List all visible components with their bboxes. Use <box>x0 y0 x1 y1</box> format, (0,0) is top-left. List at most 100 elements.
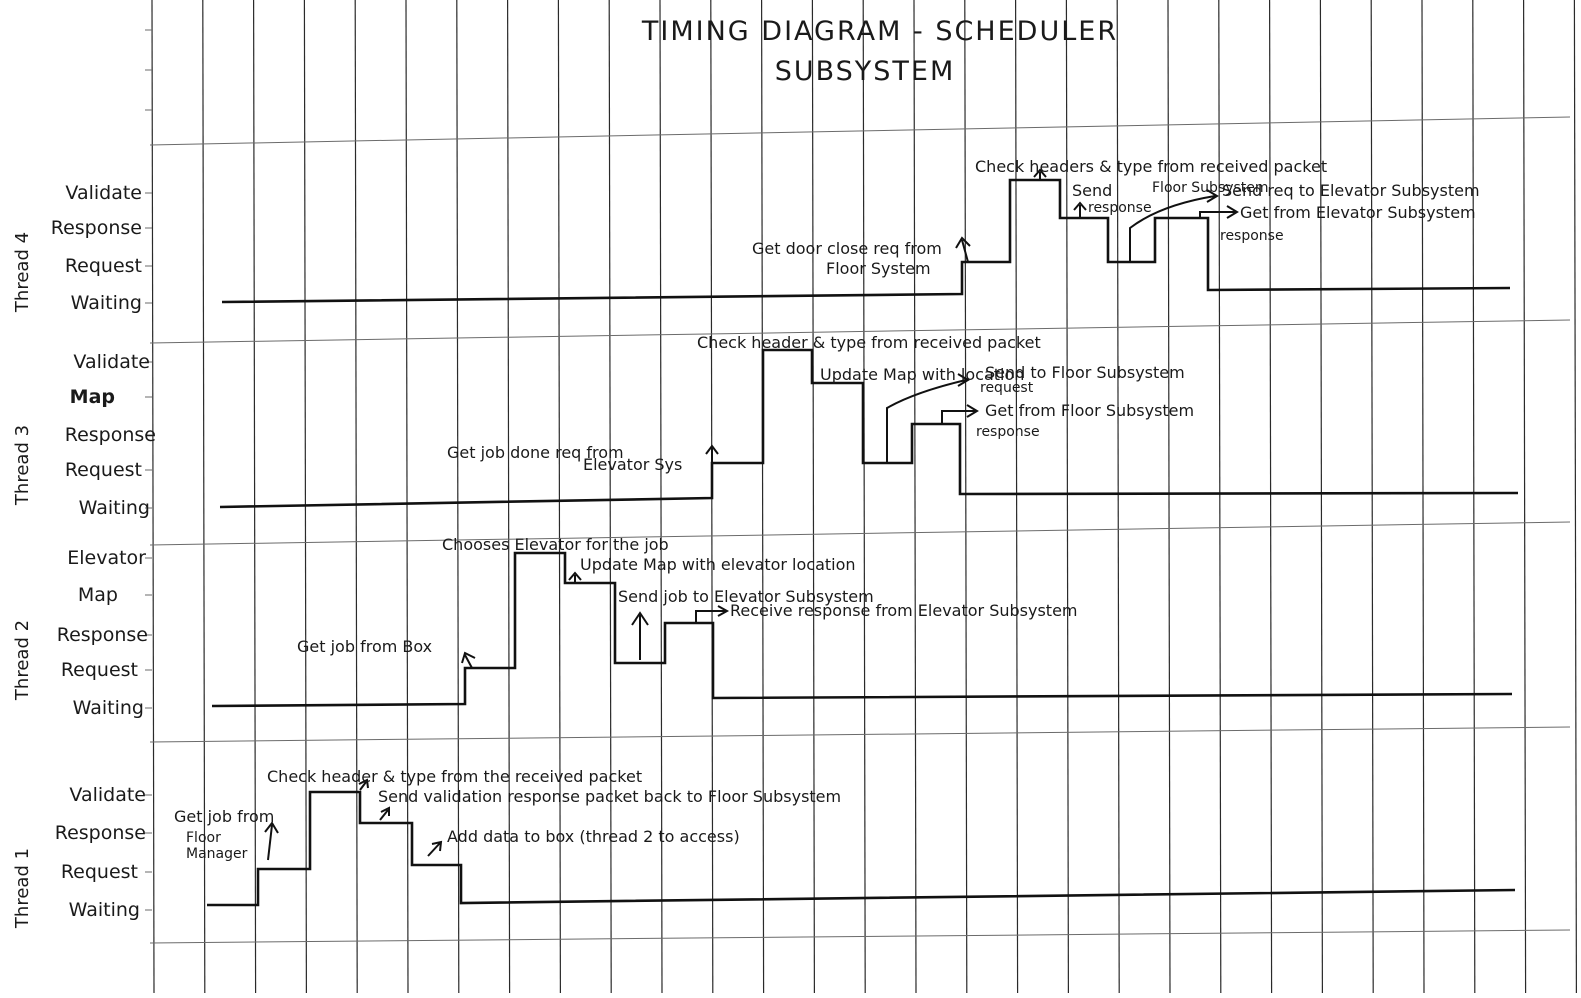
thread-1-note-add-data: Add data to box (thread 2 to access) <box>447 827 740 846</box>
grid-vertical-line <box>1167 0 1171 994</box>
grid-vertical-line <box>1522 0 1527 994</box>
thread-2-state-request: Request <box>61 659 138 681</box>
thread-4-arrow-get-response <box>1199 205 1239 219</box>
thread-2-state-waiting: Waiting <box>73 697 144 719</box>
diagram-title-line2: SUBSYSTEM <box>775 56 956 87</box>
grid-horizontal-lines <box>149 116 1571 944</box>
thread-3-label: Thread 3 <box>12 425 33 506</box>
thread-1-arrow-check-header <box>358 778 369 791</box>
grid-vertical-line <box>507 0 511 994</box>
grid-vertical-line <box>1116 0 1120 994</box>
thread-3-note-check-header: Check header & type from received packet <box>697 333 1041 352</box>
grid-vertical-line <box>862 0 866 994</box>
thread-2-note-chooses-elevator: Chooses Elevator for the job <box>442 535 669 554</box>
grid-vertical-line <box>1370 0 1374 994</box>
thread-2-label: Thread 2 <box>12 620 33 701</box>
thread-3-state-waiting: Waiting <box>79 497 150 519</box>
grid-vertical-line <box>1268 0 1273 994</box>
thread-4-label: Thread 4 <box>12 232 33 313</box>
thread-4-note-floor-system: Floor System <box>826 259 931 278</box>
grid-vertical-line <box>608 0 612 994</box>
thread-2-state-response: Response <box>57 624 148 646</box>
grid-vertical-line <box>1014 0 1019 994</box>
grid-vertical-line <box>557 0 562 994</box>
thread-4-state-request: Request <box>65 255 142 277</box>
thread-3-note-get-job-done: Get job done req from <box>447 443 624 462</box>
grid-vertical-line <box>151 0 155 994</box>
thread-2-arrow-send-job <box>631 611 649 660</box>
grid-vertical-line <box>253 0 257 994</box>
thread-1-state-validate: Validate <box>69 784 146 806</box>
grid-vertical-lines <box>151 0 1578 994</box>
grid-vertical-line <box>760 0 765 994</box>
thread-4-note-send: Send <box>1072 181 1112 200</box>
thread-4-arrow-check-headers <box>1033 168 1047 180</box>
thread-1-state-request: Request <box>61 861 138 883</box>
thread-1-note-send-validation: Send validation response packet back to … <box>378 787 841 806</box>
thread-3-note-update-map: Update Map with location <box>820 365 1024 384</box>
grid-vertical-line <box>964 0 968 994</box>
grid-vertical-line <box>1065 0 1070 994</box>
grid-vertical-line <box>456 0 460 994</box>
thread-4-arrow-get-door-close <box>955 236 971 263</box>
thread-1-label: Thread 1 <box>12 848 33 929</box>
grid-vertical-line <box>303 0 307 994</box>
thread-3-arrow-get-response <box>941 404 979 424</box>
grid-vertical-line <box>1573 0 1578 994</box>
grid-vertical-line <box>1472 0 1476 994</box>
thread-2-note-get-job-from-box: Get job from Box <box>297 637 432 656</box>
thread-3-note-send-floor: Send to Floor Subsystem <box>985 363 1185 382</box>
thread-4-arrow-send-req <box>1129 189 1219 262</box>
thread-3-note-get-from-floor: Get from Floor Subsystem <box>985 401 1194 420</box>
thread-1-note-get-job-from: Get job from <box>174 807 274 826</box>
thread-4-note-send-req-elevator: Send req to Elevator Subsystem <box>1222 181 1480 200</box>
grid-vertical-line <box>354 0 358 994</box>
thread-4-note-get-from-elevator: Get from Elevator Subsystem <box>1240 203 1476 222</box>
thread-2-note-send-job: Send job to Elevator Subsystem <box>618 587 874 606</box>
thread-1-arrow-get-job <box>264 821 279 861</box>
thread-3-section: Thread 3 Validate Map Response Request W… <box>12 333 1519 519</box>
thread-4-arrow-send-response <box>1073 201 1087 218</box>
thread-3-state-request: Request <box>65 459 142 481</box>
thread-2-arrow-receive-response <box>695 605 730 623</box>
thread-2-signal <box>211 551 1513 708</box>
thread-3-arrow-get-job-done <box>705 444 719 462</box>
thread-2-state-elevator: Elevator <box>67 547 146 569</box>
thread-3-state-map: Map <box>70 386 115 408</box>
thread-2-section: Thread 2 Elevator Map Response Request W… <box>12 535 1513 719</box>
thread-3-note-response: response <box>976 424 1040 440</box>
thread-1-section: Thread 1 Validate Response Request Waiti… <box>12 767 1516 929</box>
thread-2-note-receive-response: Receive response from Elevator Subsystem <box>730 601 1078 620</box>
thread-2-state-map: Map <box>78 584 118 606</box>
thread-2-note-update-map: Update Map with elevator location <box>580 555 856 574</box>
grid-vertical-line <box>659 0 663 994</box>
thread-1-state-response: Response <box>55 822 146 844</box>
thread-4-note-floor-subsystem: Floor Subsystem <box>1152 180 1269 196</box>
thread-4-note-check-headers: Check headers & type from received packe… <box>975 157 1327 176</box>
thread-3-state-response: Response <box>65 424 156 446</box>
thread-3-note-elevator-sys: Elevator Sys <box>583 455 682 474</box>
thread-1-state-waiting: Waiting <box>69 899 140 921</box>
grid-vertical-line <box>1319 0 1324 994</box>
grid-vertical-line <box>913 0 917 994</box>
thread-4-note-response: response <box>1088 200 1152 216</box>
thread-4-section: Thread 4 Validate Response Request Waiti… <box>12 157 1511 314</box>
thread-4-state-response: Response <box>51 217 142 239</box>
thread-3-state-validate: Validate <box>73 351 150 373</box>
diagram-title-line1: TIMING DIAGRAM - SCHEDULER <box>641 16 1118 47</box>
thread-2-arrow-update-map <box>568 571 582 583</box>
thread-1-signal <box>207 790 1516 907</box>
grid-vertical-line <box>202 0 206 994</box>
thread-4-state-waiting: Waiting <box>71 292 142 314</box>
thread-1-note-check-header: Check header & type from the received pa… <box>267 767 642 786</box>
thread-1-note-manager: Manager <box>186 846 248 862</box>
thread-2-arrow-get-job <box>461 651 476 669</box>
thread-1-arrow-send-validation <box>379 806 390 821</box>
thread-3-arrow-send-request <box>886 373 970 463</box>
grid-vertical-line <box>1218 0 1222 994</box>
thread-3-note-request: request <box>980 380 1034 396</box>
grid-vertical-line <box>1421 0 1425 994</box>
grid-vertical-line <box>811 0 816 994</box>
